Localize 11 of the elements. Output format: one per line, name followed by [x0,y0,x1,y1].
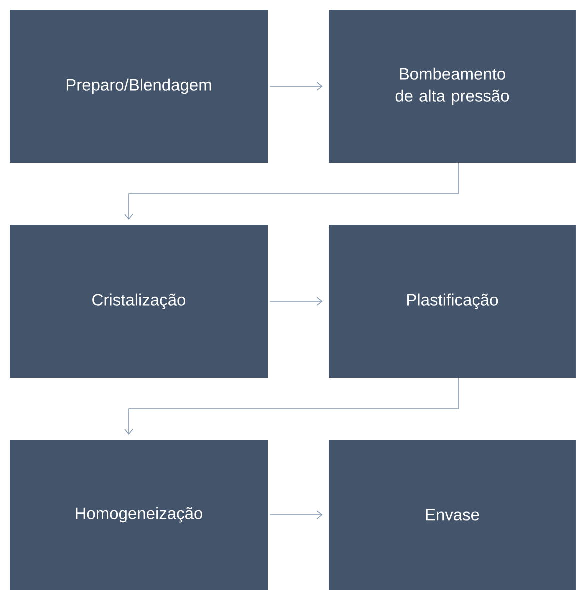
arrow [124,378,459,435]
process-box: Bombeamento de alta pressão [329,10,576,163]
process-box: Preparo/Blendagem [10,10,268,163]
process-box: Plastificação [329,225,576,378]
arrow [270,297,323,306]
arrow [270,510,323,520]
arrow [270,82,323,91]
process-box: Cristalização [10,225,268,378]
process-box: Envase [329,440,576,590]
process-box: Homogeneização [10,440,268,590]
arrow [124,162,459,220]
